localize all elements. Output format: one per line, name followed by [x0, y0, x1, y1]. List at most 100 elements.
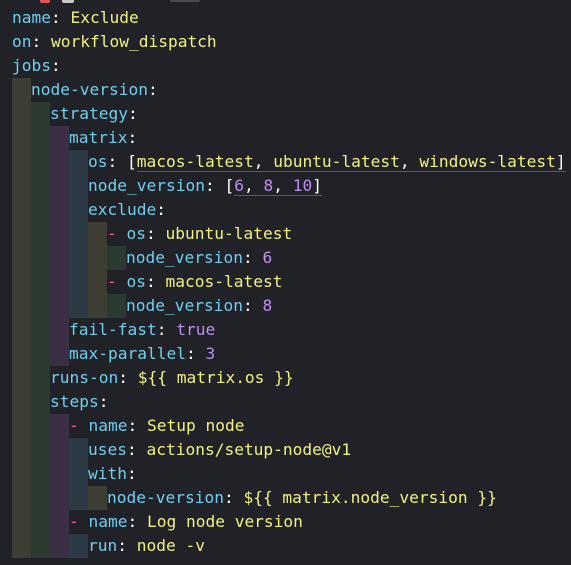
code-line[interactable]: exclude: — [88, 200, 166, 219]
indent-guide — [69, 174, 88, 198]
code-line[interactable]: max-parallel: 3 — [69, 344, 216, 363]
indent-guide — [31, 174, 50, 198]
indent-guide — [12, 414, 31, 438]
code-line[interactable]: node_version: 8 — [126, 296, 273, 315]
indent-guide — [50, 126, 69, 150]
code-line[interactable]: - name: Log node version — [69, 512, 303, 531]
tab-fragment — [62, 0, 74, 3]
indent-guide — [12, 174, 31, 198]
yaml-key: fail-fast — [69, 320, 157, 339]
code-line[interactable]: node-version: — [31, 80, 158, 99]
yaml-key: name — [12, 8, 51, 27]
indent-guide — [12, 78, 31, 102]
indent-guide — [69, 534, 88, 558]
indent-guide — [88, 486, 107, 510]
indent-guide — [88, 246, 107, 270]
indent-guide — [31, 438, 50, 462]
code-line[interactable]: jobs: — [12, 56, 61, 75]
indent-guide — [69, 462, 88, 486]
indent-guide — [12, 198, 31, 222]
indent-guide — [12, 510, 31, 534]
indent-guide — [31, 318, 50, 342]
list-item: ubuntu-latest — [273, 152, 400, 171]
code-line[interactable]: steps: — [50, 392, 109, 411]
indent-guide — [50, 150, 69, 174]
indent-guide — [50, 318, 69, 342]
code-line[interactable]: node_version: [6, 8, 10] — [88, 176, 322, 195]
list-item: macos-latest — [136, 152, 254, 171]
yaml-key: node-version — [31, 80, 148, 99]
indent-guide — [50, 246, 69, 270]
yaml-key: uses — [88, 440, 127, 459]
code-line[interactable]: run: node -v — [88, 536, 205, 555]
list-dash: - — [107, 224, 117, 243]
yaml-value: 8 — [262, 296, 273, 315]
modified-marker — [40, 0, 50, 3]
indent-guide — [12, 222, 31, 246]
indent-guide — [69, 270, 88, 294]
indent-guide — [31, 534, 50, 558]
indent-guide — [31, 270, 50, 294]
indent-guide — [50, 462, 69, 486]
indent-guide — [12, 294, 31, 318]
yaml-value: ubuntu-latest — [165, 224, 293, 243]
indent-guide — [69, 438, 88, 462]
indent-guide — [12, 246, 31, 270]
indent-guide — [69, 198, 88, 222]
indent-guide — [12, 102, 31, 126]
yaml-key: steps — [50, 392, 99, 411]
indent-guide — [12, 486, 31, 510]
indent-guide — [12, 390, 31, 414]
code-line[interactable]: node_version: 6 — [126, 248, 273, 267]
indent-guide — [50, 174, 69, 198]
yaml-value: Log node version — [146, 512, 303, 531]
indent-guide — [107, 246, 126, 270]
yaml-key: matrix — [69, 128, 128, 147]
yaml-value: 6 — [262, 248, 273, 267]
code-line[interactable]: fail-fast: true — [69, 320, 216, 339]
code-line[interactable]: uses: actions/setup-node@v1 — [88, 440, 352, 459]
code-line[interactable]: on: workflow_dispatch — [12, 32, 217, 51]
code-line[interactable]: matrix: — [69, 128, 138, 147]
list-item: 10 — [292, 176, 313, 195]
yaml-value: true — [176, 320, 216, 339]
yaml-key: max-parallel — [69, 344, 186, 363]
indent-guide — [31, 366, 50, 390]
indent-guide — [12, 366, 31, 390]
yaml-value: workflow_dispatch — [51, 32, 217, 51]
yaml-value: actions/setup-node@v1 — [146, 440, 352, 459]
indent-guide — [31, 198, 50, 222]
code-line[interactable]: os: [macos-latest, ubuntu-latest, window… — [88, 152, 566, 171]
code-line[interactable]: node-version: ${{ matrix.node_version }} — [107, 488, 497, 507]
code-line[interactable]: name: Exclude — [12, 8, 139, 27]
yaml-key: os — [126, 224, 147, 243]
list-item: 6 — [234, 176, 244, 195]
code-line[interactable]: - os: ubuntu-latest — [107, 224, 293, 243]
indent-guide — [69, 222, 88, 246]
code-line[interactable]: strategy: — [50, 104, 138, 123]
code-line[interactable]: - name: Setup node — [69, 416, 245, 435]
indent-guide — [50, 510, 69, 534]
yaml-key: name — [88, 512, 128, 531]
indent-guide — [12, 150, 31, 174]
tab-strip-remnant — [0, 0, 571, 4]
yaml-key: strategy — [50, 104, 128, 123]
indent-guide — [50, 294, 69, 318]
code-line[interactable]: - os: macos-latest — [107, 272, 283, 291]
indent-guide — [31, 102, 50, 126]
yaml-value: ${{ matrix.node_version }} — [243, 488, 497, 507]
indent-guide — [50, 486, 69, 510]
indent-guide — [12, 534, 31, 558]
indent-guide — [88, 270, 107, 294]
tab-fragment — [170, 0, 200, 2]
indent-guide — [31, 462, 50, 486]
code-line[interactable]: runs-on: ${{ matrix.os }} — [50, 368, 294, 387]
indent-guide — [88, 222, 107, 246]
indent-guide — [50, 414, 69, 438]
indent-guide — [107, 294, 126, 318]
yaml-key: os — [88, 152, 108, 171]
yaml-key: with — [88, 464, 127, 483]
code-line[interactable]: with: — [88, 464, 137, 483]
indent-guide — [69, 294, 88, 318]
